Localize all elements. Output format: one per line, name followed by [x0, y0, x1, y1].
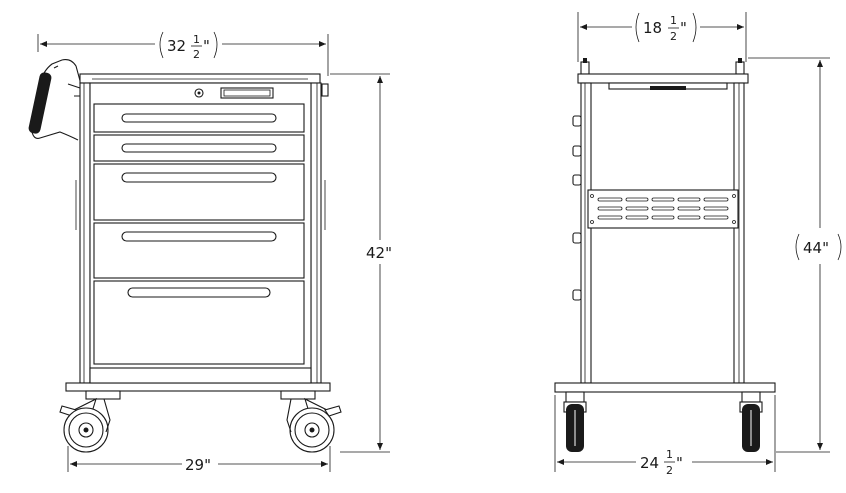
top-surface [79, 73, 321, 84]
side-base [554, 382, 776, 393]
drawer-3 [93, 163, 305, 221]
dimension-bottom-width: 29" [67, 446, 331, 474]
dim-bottom-width: 29" [185, 456, 211, 474]
dim-side-base-whole: 24 [640, 454, 659, 472]
dim-side-base-suffix: " [676, 454, 683, 472]
drawer-handle [121, 113, 277, 123]
drawer-knob [572, 232, 582, 244]
front-view: 32 1 2 " 29" 42" [28, 31, 392, 474]
dimension-side-depth: 18 1 2 " [577, 12, 747, 62]
dim-side-depth-suffix: " [680, 19, 687, 37]
dim-side-depth-den: 2 [670, 30, 677, 43]
drawer-knob [572, 145, 582, 157]
dim-side-depth-num: 1 [670, 14, 677, 27]
dim-top-width-den: 2 [193, 48, 200, 61]
drawer-4 [93, 222, 305, 279]
dim-top-width-suffix: " [203, 37, 210, 55]
side-front-post [580, 82, 592, 384]
right-post [310, 82, 322, 384]
side-view: 18 1 2 " 24 1 2 " 44" [554, 12, 842, 477]
drawer-handle [121, 143, 277, 153]
label-holder [220, 87, 274, 99]
left-caster [59, 390, 121, 453]
dimension-side-base: 24 1 2 " [554, 395, 776, 477]
drawer-handle [121, 172, 277, 183]
drawer-knob [572, 174, 582, 186]
right-caster [280, 390, 342, 453]
drawers [93, 103, 305, 365]
drawer-knob [572, 289, 582, 301]
dimension-top-width: 32 1 2 " [37, 31, 329, 76]
dim-top-width-whole: 32 [167, 37, 186, 55]
side-top-surface [577, 73, 749, 84]
drawer-handle [127, 287, 271, 298]
drawer-handle [121, 231, 277, 242]
side-handle [28, 59, 83, 141]
dim-side-depth-whole: 18 [643, 19, 662, 37]
drawer-knob [572, 115, 582, 127]
dim-side-base-num: 1 [666, 448, 673, 461]
vent-slots [590, 194, 736, 224]
side-vent-panel [587, 189, 739, 229]
side-front-caster [563, 391, 587, 452]
dim-side-base-den: 2 [666, 464, 673, 477]
dim-top-width-num: 1 [193, 33, 200, 46]
base-bumper [65, 382, 331, 392]
dim-front-height: 42" [366, 244, 392, 262]
dimension-front-height: 42" [330, 73, 392, 453]
dimension-side-height: 44" [748, 57, 842, 453]
side-rear-caster [739, 391, 763, 452]
dim-side-height: 44" [803, 239, 829, 257]
left-post [79, 82, 91, 384]
